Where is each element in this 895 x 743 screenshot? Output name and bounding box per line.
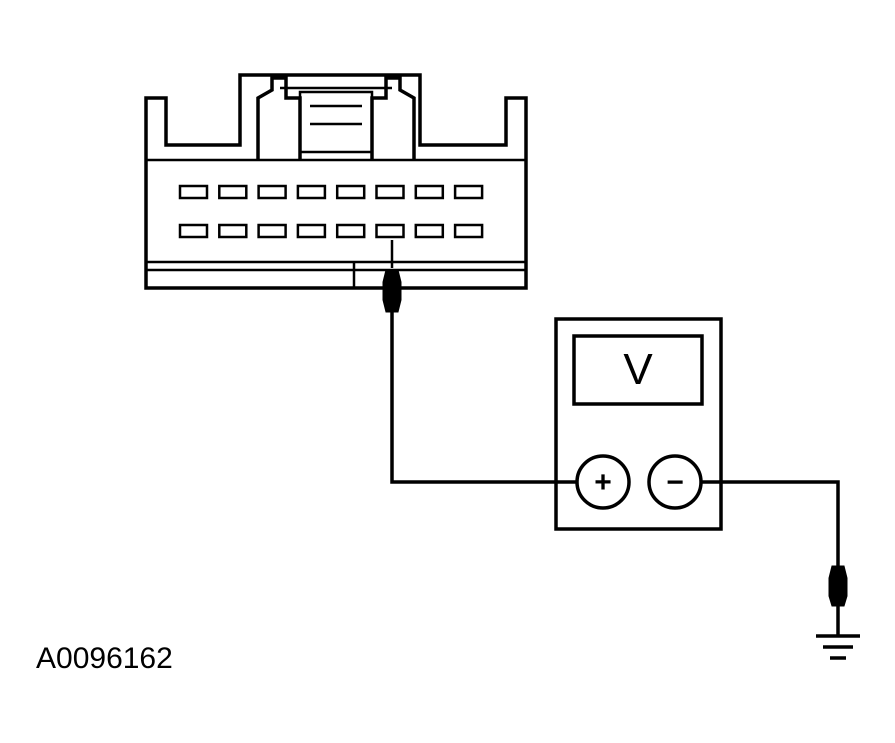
voltmeter-display-text: V — [623, 345, 653, 394]
negative-test-lead — [700, 480, 840, 566]
pin-cavity — [453, 223, 484, 239]
pin-cavity — [335, 184, 366, 200]
probe-tip — [382, 269, 402, 313]
pin-cavity — [453, 184, 484, 200]
connector-latch — [256, 76, 416, 160]
positive-terminal-label: + — [594, 466, 612, 499]
negative-terminal-label: − — [666, 466, 684, 499]
negative-terminal: − — [647, 454, 703, 510]
voltmeter-body — [554, 317, 723, 531]
pin-cavity — [414, 223, 445, 239]
pin-cavity — [178, 184, 209, 200]
connector-bottom-rail — [146, 260, 526, 288]
pin-cavity — [257, 223, 287, 239]
voltmeter: V + − — [554, 317, 723, 531]
pin-cavity — [296, 223, 327, 239]
pin-cavity — [375, 223, 405, 239]
pin-cavity — [414, 184, 445, 200]
pin-cavity — [375, 184, 405, 200]
figure-id: A0096162 — [36, 642, 173, 675]
positive-test-lead — [390, 312, 578, 484]
connector — [144, 73, 528, 290]
pin-cavity — [296, 184, 327, 200]
pin-cavity — [218, 184, 248, 200]
connector-body — [144, 73, 528, 290]
positive-terminal: + — [575, 454, 631, 510]
pin-cavity — [335, 223, 366, 239]
ground-probe — [828, 565, 848, 636]
ground-symbol-icon — [816, 634, 860, 660]
voltmeter-display — [572, 334, 704, 406]
back-probe — [382, 240, 402, 313]
pin-cavity — [257, 184, 287, 200]
pin-cavities — [178, 184, 484, 239]
pin-cavity — [218, 223, 248, 239]
pin-cavity — [178, 223, 209, 239]
